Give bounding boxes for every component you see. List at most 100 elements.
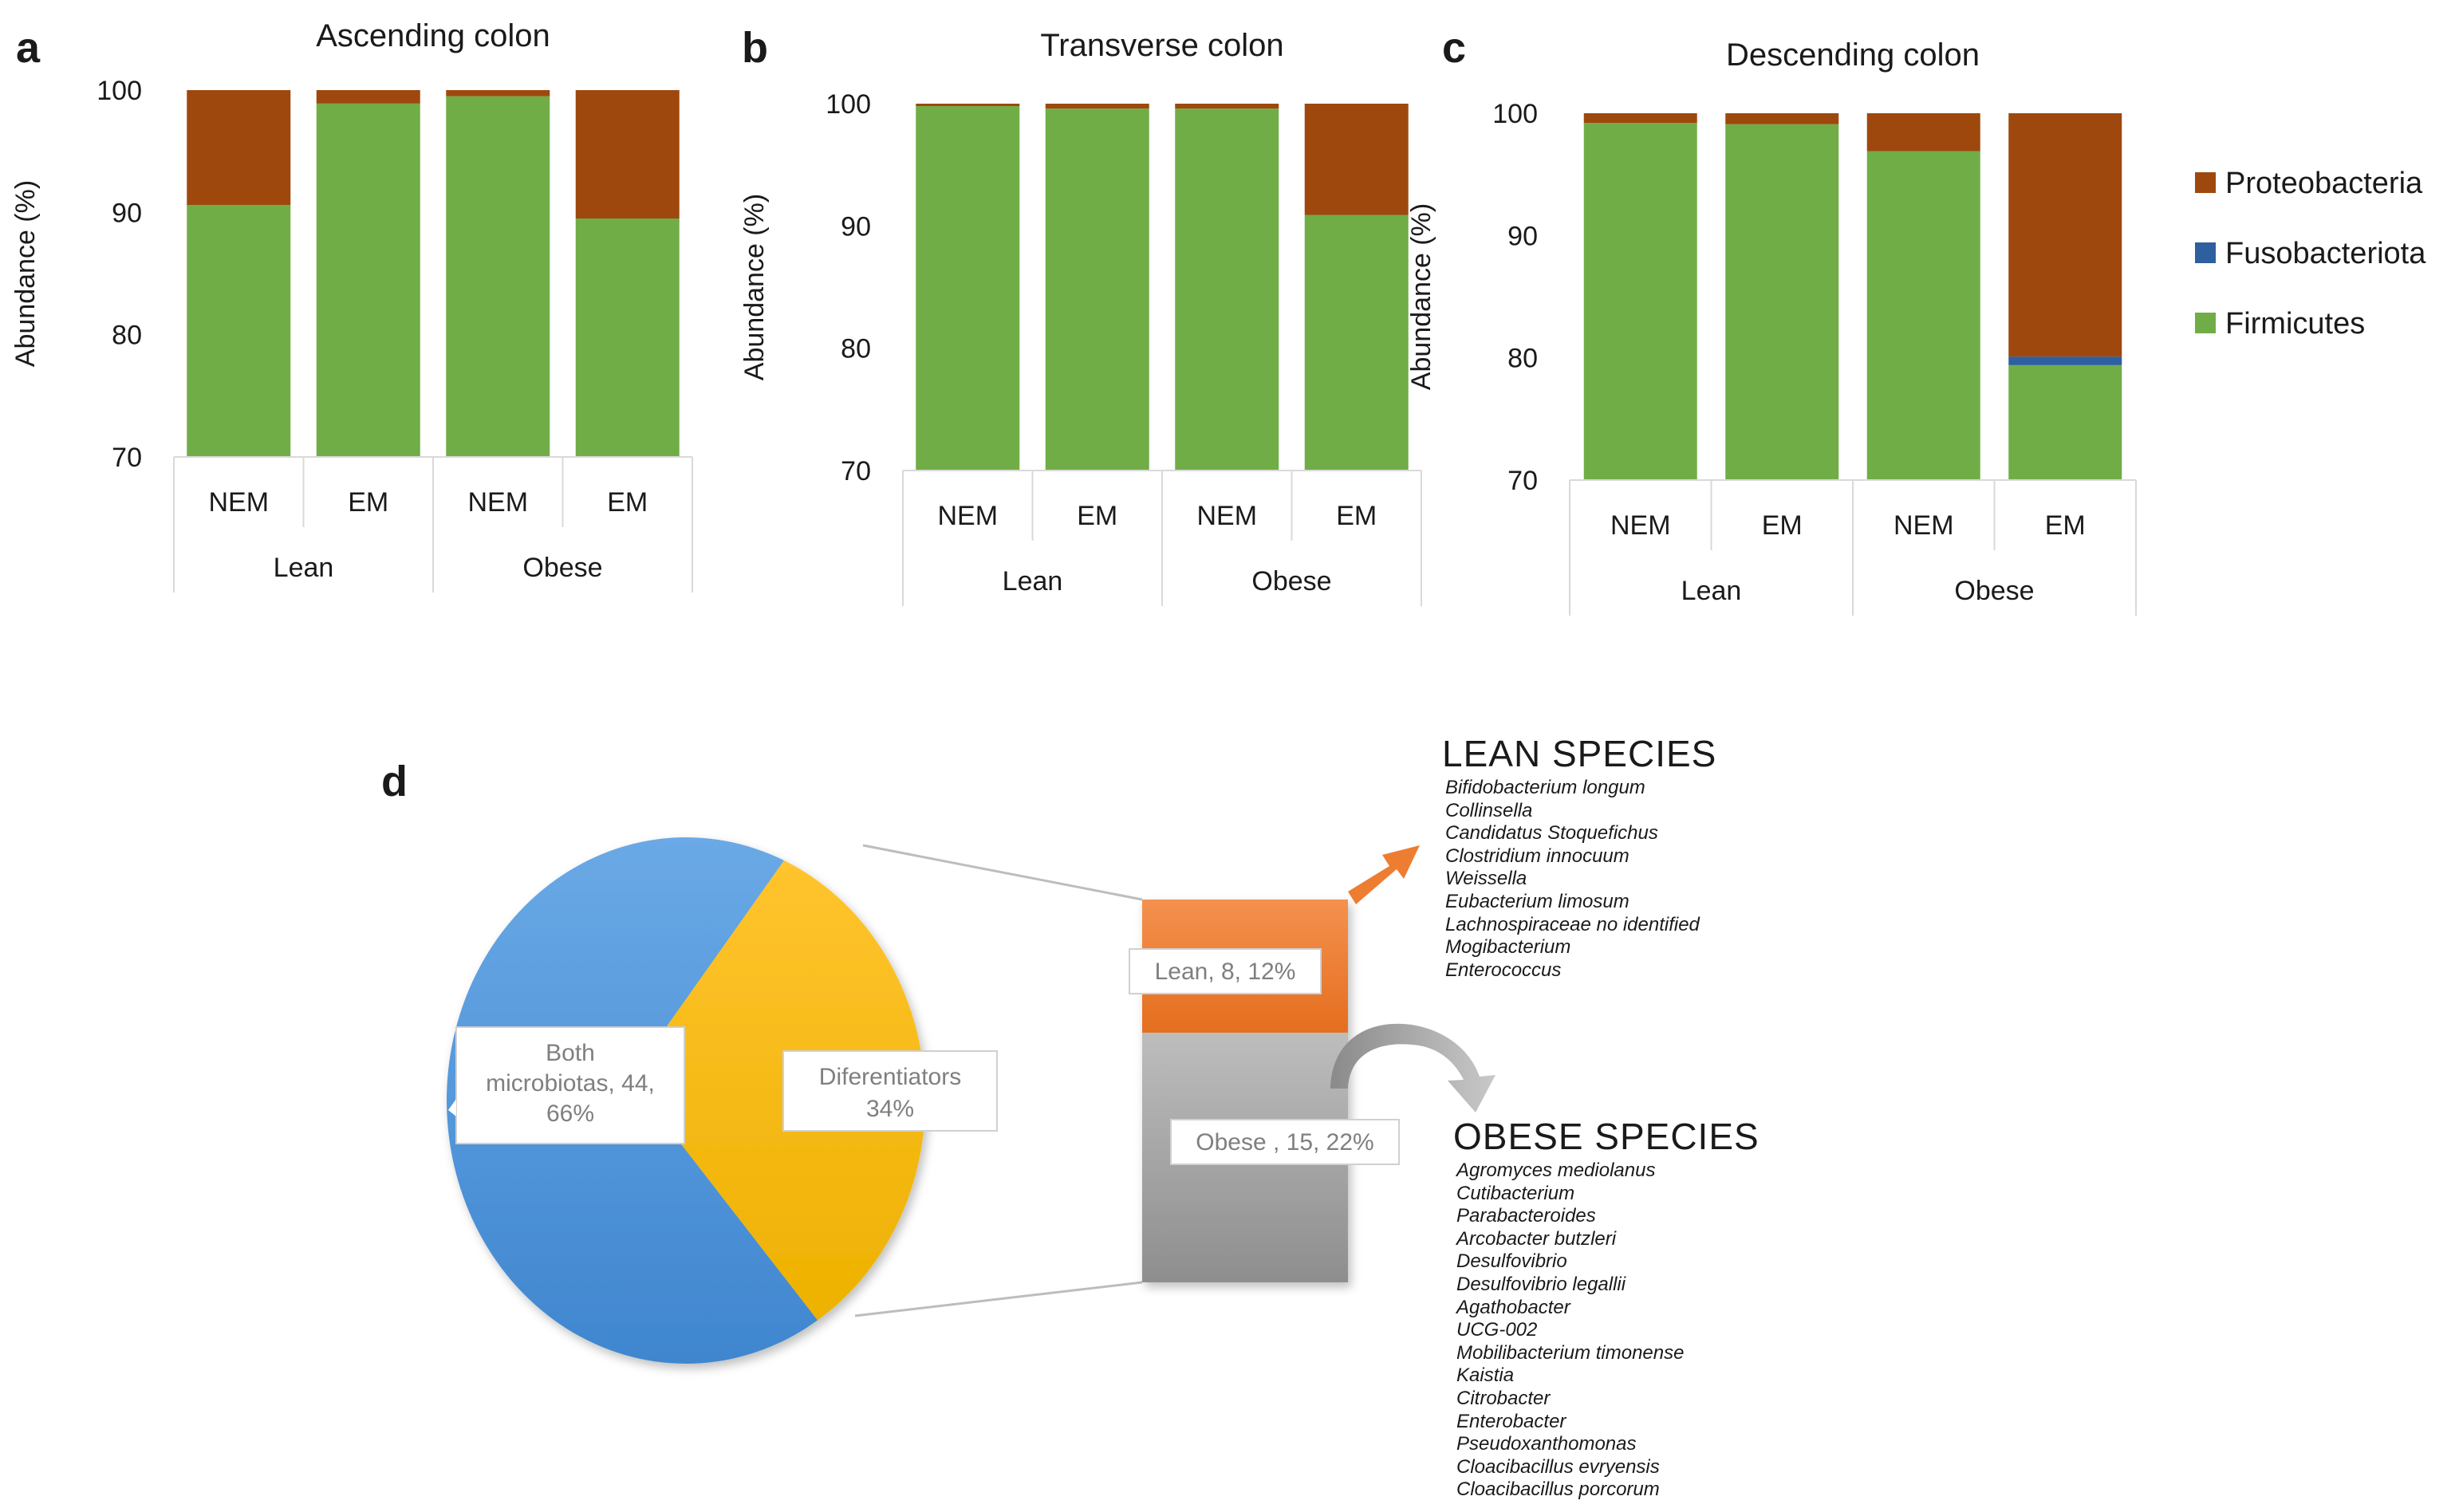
bar-segment-firmicutes — [1304, 215, 1409, 471]
y-tick-label: 100 — [1492, 99, 1538, 129]
y-tick-label: 100 — [97, 76, 142, 106]
y-tick-label: 80 — [1507, 344, 1538, 374]
legend-label-firmicutes: Firmicutes — [2225, 307, 2365, 341]
x-tick-label: EM — [1077, 501, 1117, 531]
obese-species-item: Cutibacterium — [1456, 1182, 1575, 1204]
legend-swatch-proteobacteria — [2195, 172, 2216, 193]
group-label: Obese — [1251, 566, 1331, 597]
chart-title: Transverse colon — [1040, 28, 1283, 63]
connector-line-bottom — [854, 1281, 1143, 1317]
obese-species-title: OBESE SPECIES — [1453, 1116, 1760, 1157]
group-label: Obese — [522, 553, 602, 583]
bar-segment-firmicutes — [446, 96, 550, 458]
x-tick-label: EM — [1762, 510, 1803, 541]
y-tick-label: 80 — [841, 334, 871, 364]
bar-segment-proteobacteria — [2008, 113, 2122, 357]
bar-segment-firmicutes — [575, 219, 680, 457]
obese-species-item: Desulfovibrio — [1456, 1250, 1567, 1273]
bar-segment-proteobacteria — [1583, 113, 1697, 124]
lean-species-item: Clostridium innocuum — [1445, 845, 1629, 867]
y-tick-label: 70 — [841, 456, 871, 486]
curved-gray-arrow-icon — [1330, 1023, 1495, 1112]
y-tick-label: 80 — [112, 321, 142, 351]
legend-swatch-firmicutes — [2195, 313, 2216, 333]
bar-segment-proteobacteria — [316, 90, 420, 104]
obese-species-item: Pseudoxanthomonas — [1456, 1433, 1637, 1455]
bar-segment-firmicutes — [187, 205, 291, 457]
lean-species-item: Candidatus Stoquefichus — [1445, 822, 1658, 845]
bar-label-lean: Lean, 8, 12% — [1129, 948, 1322, 994]
lean-species-item: Mogibacterium — [1445, 936, 1571, 959]
lean-species-item: Bifidobacterium longum — [1445, 777, 1645, 798]
group-label: Lean — [1003, 566, 1063, 597]
y-tick-label: 90 — [1507, 221, 1538, 251]
x-tick-label: NEM — [1610, 510, 1671, 541]
bar-label-obese: Obese , 15, 22% — [1170, 1119, 1400, 1165]
obese-species-item: Citrobacter — [1456, 1387, 1551, 1409]
bar-segment-proteobacteria — [575, 90, 680, 219]
lean-species-item: Enterococcus — [1445, 959, 1562, 981]
bar-segment-proteobacteria — [1175, 104, 1279, 109]
panel-letter-b: b — [742, 24, 768, 72]
panel-letter-c: c — [1442, 24, 1466, 72]
lean-species-item: Collinsella — [1445, 799, 1533, 821]
x-tick-label: NEM — [467, 487, 528, 518]
legend-swatch-fusobacteriota — [2195, 242, 2216, 263]
obese-species-item: Agromyces mediolanus — [1456, 1160, 1656, 1181]
svg-text:Obese , 15, 22%: Obese , 15, 22% — [1196, 1129, 1373, 1156]
lean-species-title: LEAN SPECIES — [1442, 733, 1717, 774]
group-label: Lean — [274, 553, 334, 583]
bar-segment-fusobacteriota — [2008, 356, 2122, 365]
y-tick-label: 70 — [1507, 466, 1538, 496]
bar-segment-proteobacteria — [1866, 113, 1980, 152]
bar-segment-proteobacteria — [446, 90, 550, 96]
bar-segment-firmicutes — [1866, 151, 1980, 481]
group-label: Obese — [1954, 576, 2034, 606]
bar-segment-proteobacteria — [916, 104, 1020, 107]
chart-title: Ascending colon — [316, 18, 550, 53]
lean-species-item: Eubacterium limosum — [1445, 890, 1629, 912]
obese-species-item: Kaistia — [1456, 1364, 1515, 1387]
y-tick-label: 90 — [112, 198, 142, 228]
bar-segment-firmicutes — [1175, 108, 1279, 471]
y-tick-label: 100 — [826, 89, 871, 120]
x-tick-label: EM — [348, 487, 388, 518]
lean-species-item: Weissella — [1445, 868, 1527, 890]
panel-letter-d: d — [381, 758, 408, 805]
bar-segment-firmicutes — [1045, 108, 1149, 471]
obese-species-item: Parabacteroides — [1456, 1205, 1596, 1227]
pie-slice-differentiators — [630, 860, 925, 1321]
obese-species-item: Desulfovibrio legallii — [1456, 1273, 1626, 1295]
x-tick-label: NEM — [1196, 501, 1257, 531]
obese-species-item: Mobilibacterium timonense — [1456, 1341, 1685, 1364]
bar-segment-proteobacteria — [1045, 104, 1149, 109]
obese-species-item: Cloacibacillus porcorum — [1456, 1479, 1660, 1501]
bar-segment-firmicutes — [1725, 124, 1839, 481]
obese-species-item: Agathobacter — [1456, 1296, 1570, 1318]
chart-title: Descending colon — [1726, 37, 1980, 73]
bar-segment-firmicutes — [316, 103, 420, 457]
x-tick-label: NEM — [937, 501, 998, 531]
x-tick-label: NEM — [1894, 510, 1954, 541]
orange-arrow-icon — [1348, 845, 1420, 904]
svg-text:Lean, 8, 12%: Lean, 8, 12% — [1155, 959, 1296, 985]
obese-species-item: Cloacibacillus evryensis — [1456, 1455, 1660, 1478]
lean-species-item: Lachnospiraceae no identified — [1445, 913, 1700, 935]
legend-label-fusobacteriota: Fusobacteriota — [2225, 237, 2426, 270]
legend-label-proteobacteria: Proteobacteria — [2225, 167, 2423, 200]
x-tick-label: EM — [2045, 510, 2086, 541]
y-axis-label: Abundance (%) — [739, 194, 770, 380]
obese-species-item: Arcobacter butzleri — [1456, 1227, 1617, 1250]
bar-segment-proteobacteria — [1304, 104, 1409, 215]
